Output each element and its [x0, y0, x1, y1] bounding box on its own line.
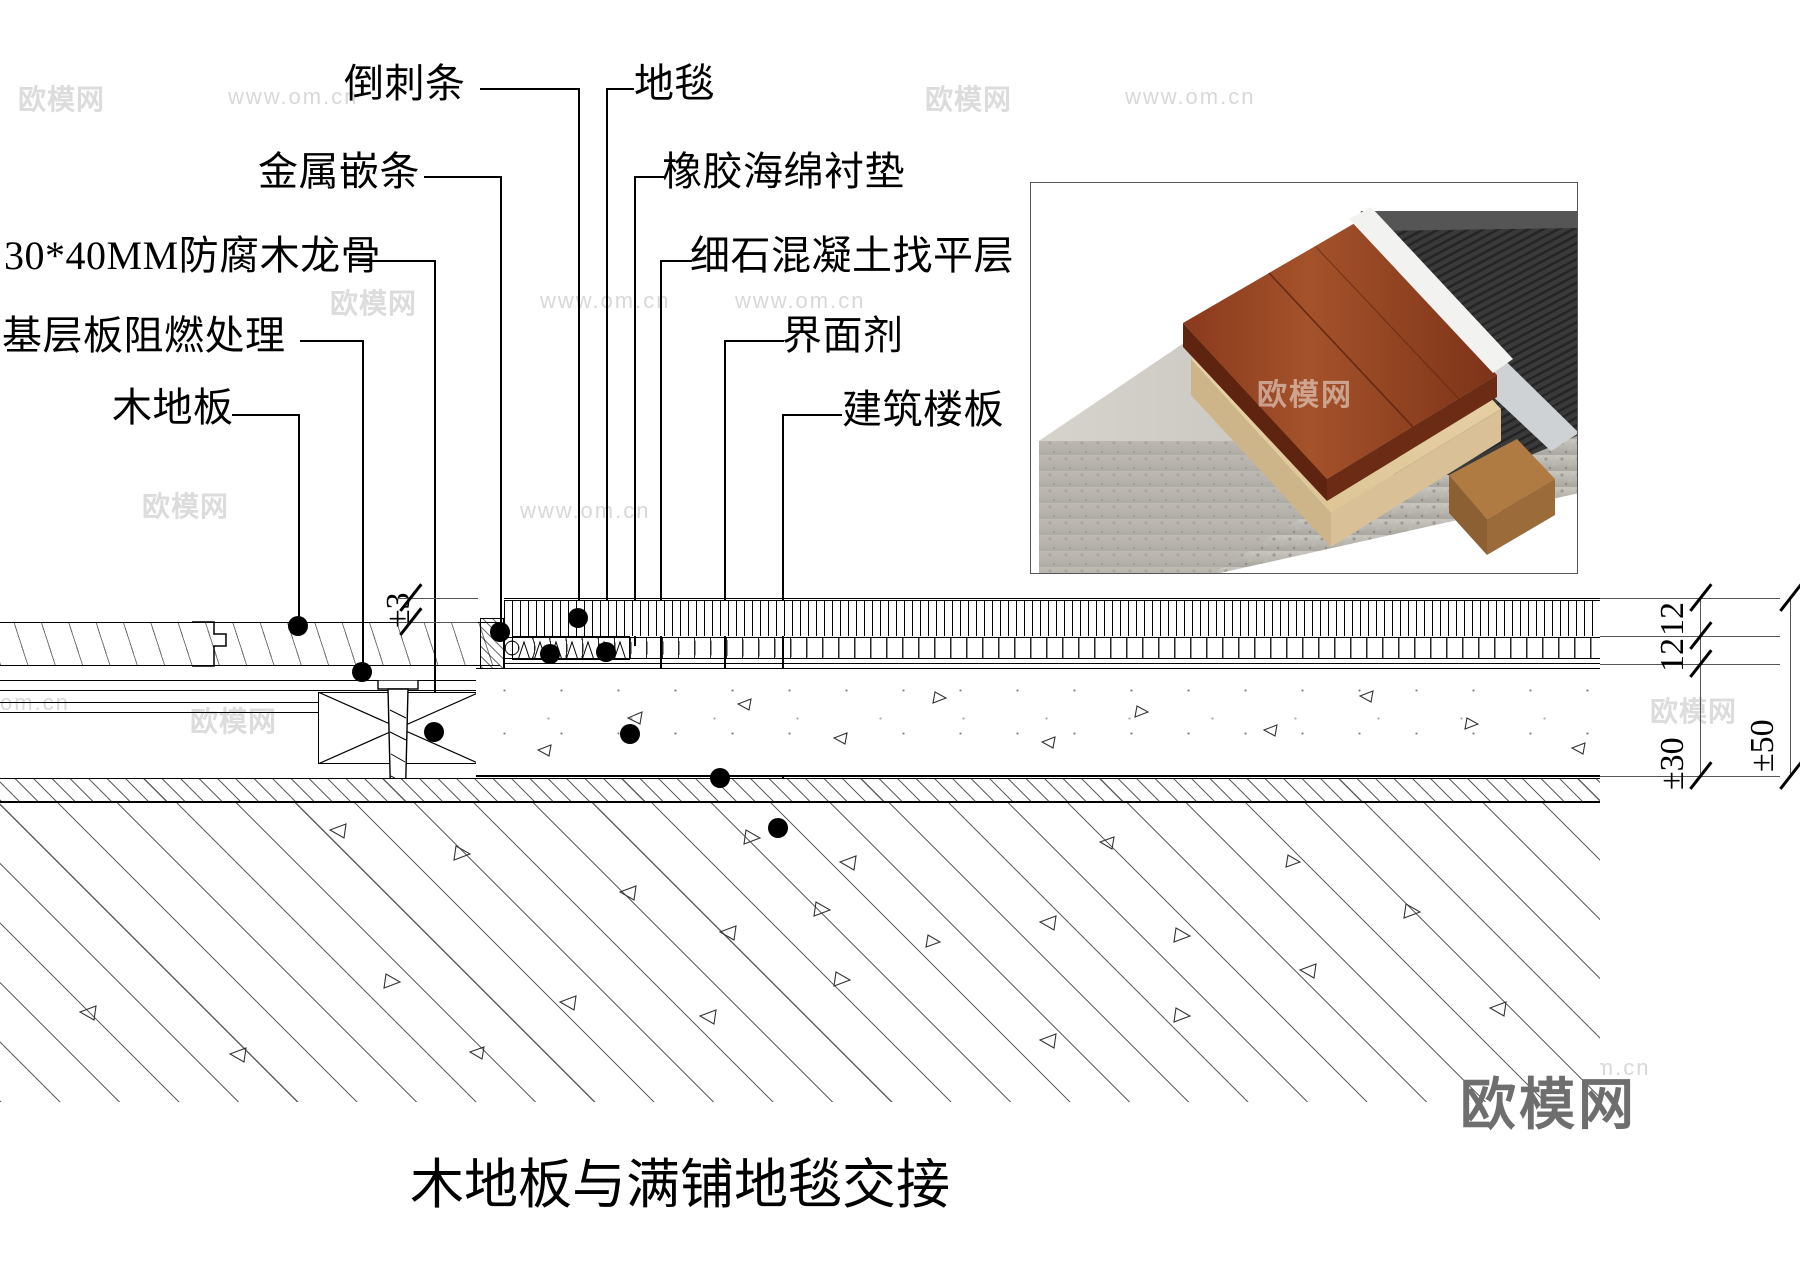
svg-text:欧模网: 欧模网	[1257, 379, 1353, 412]
leader-wood-floor-h	[232, 414, 300, 416]
slab-topping-layer	[0, 778, 1600, 802]
dot-base-board	[352, 662, 372, 682]
label-carpet: 地毯	[634, 61, 715, 106]
leader-rubber-pad-v	[634, 176, 636, 646]
base-board-line-1	[0, 680, 500, 682]
watermark-logo-text: 欧模网	[1650, 696, 1738, 727]
leader-carpet-h	[606, 88, 634, 90]
leader-base-board-v	[362, 340, 364, 668]
dim-ext-line-gap-top	[398, 598, 478, 600]
watermark-url: www.om.cn	[735, 288, 866, 313]
label-structural-slab: 建筑楼板	[842, 387, 1004, 432]
watermark-url: www.om.cn	[520, 498, 651, 523]
tongue-groove-joint	[192, 621, 227, 667]
drawing-title: 木地板与满铺地毯交接	[410, 1155, 950, 1215]
interface-agent-layer	[504, 663, 1600, 665]
dot-metal-inlay	[490, 622, 510, 642]
label-screed: 细石混凝土找平层	[690, 233, 1014, 278]
watermark-logo-text: 欧模网	[925, 84, 1013, 115]
bottom-logo: 欧模网	[1460, 1073, 1637, 1136]
dot-rubber-pad	[596, 642, 616, 662]
leader-metal-inlay-h	[424, 176, 502, 178]
leader-barb-strip-v	[578, 88, 580, 646]
screed-layer	[476, 668, 1600, 776]
leader-interface-h	[724, 340, 784, 342]
dim-line-outer	[1790, 596, 1792, 778]
label-base-board: 基层板阻燃处理	[2, 313, 286, 358]
leader-wood-floor-v	[298, 414, 300, 626]
watermark-logo-text: 欧模网	[18, 84, 106, 115]
dot-carpet	[540, 644, 560, 664]
dot-structural-slab	[768, 818, 788, 838]
rubber-sponge-underlay	[504, 637, 1600, 659]
label-barb-strip: 倒刺条	[344, 61, 466, 106]
carpet-top-line	[504, 598, 1600, 600]
leader-metal-inlay-v	[500, 176, 502, 632]
leader-screed-h	[660, 260, 692, 262]
3d-assembly-photo: 欧模网	[1030, 182, 1578, 574]
dimension-screed: ±30	[1654, 737, 1691, 790]
dot-barb-strip	[568, 608, 588, 628]
slab-aggregate-marks	[78, 823, 1507, 1063]
label-wood-floor: 木地板	[112, 385, 234, 430]
screed-aggregate-marks	[536, 690, 1586, 757]
bond-coat-line	[476, 776, 1600, 778]
watermark-logo-text: 欧模网	[330, 288, 418, 319]
leader-slab-h	[782, 414, 842, 416]
base-board-line-2	[0, 690, 500, 692]
watermark-logo-text: 欧模网	[190, 706, 278, 737]
leader-barb-strip-h	[480, 88, 580, 90]
dim-ext-screed-bot	[1600, 776, 1780, 778]
wood-floor-plank	[0, 622, 500, 666]
leader-wood-joist-h	[358, 260, 436, 262]
leader-wood-joist-v	[434, 260, 436, 732]
dim-ext-pad-bot	[1600, 664, 1780, 666]
dimension-carpet: 12	[1654, 602, 1691, 636]
dot-screed	[620, 724, 640, 744]
dimension-total: ±50	[1744, 719, 1781, 772]
structural-slab	[0, 802, 1600, 1102]
watermark-url: www.om.cn	[1125, 84, 1256, 109]
dot-interface	[710, 768, 730, 788]
label-metal-inlay: 金属嵌条	[258, 149, 420, 194]
base-board-line-3	[0, 702, 500, 704]
leader-screed-v	[660, 260, 662, 728]
watermark-url: www.om.cn	[228, 84, 359, 109]
dim-line-inner	[1700, 596, 1702, 778]
watermark-logo-text: 欧模网	[142, 491, 230, 522]
dimension-pad: 12	[1654, 638, 1691, 672]
label-wood-joist: 30*40MM防腐木龙骨	[4, 233, 382, 278]
dim-ext-carpet-bot	[1600, 636, 1780, 638]
label-rubber-pad: 橡胶海绵衬垫	[662, 149, 905, 194]
dim-ext-line-gap-bot	[398, 622, 478, 624]
base-board-line-4	[0, 712, 500, 714]
dim-ext-carpet-top	[1600, 598, 1780, 600]
dot-wood-floor	[288, 616, 308, 636]
leader-base-board-h	[300, 340, 364, 342]
carpet-pile-layer	[504, 600, 1600, 636]
leader-carpet-v	[606, 88, 608, 608]
label-interface-agent: 界面剂	[782, 313, 904, 358]
dot-wood-joist	[424, 722, 444, 742]
leader-interface-v	[724, 340, 726, 774]
leader-rubber-pad-h	[634, 176, 664, 178]
